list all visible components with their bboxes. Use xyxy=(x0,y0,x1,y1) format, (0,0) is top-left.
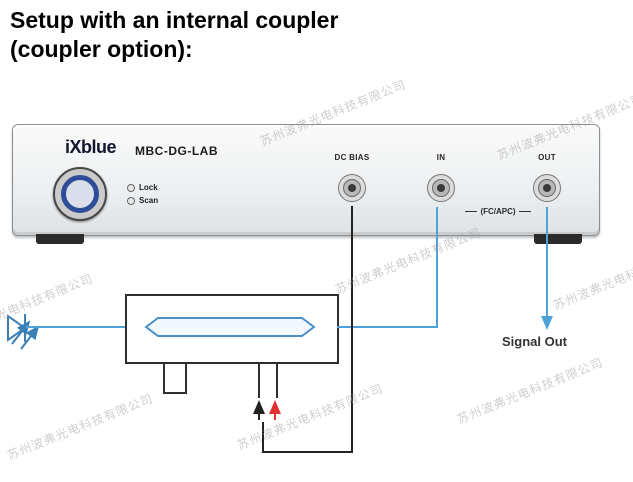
fc-apc-note: (FC/APC) xyxy=(452,207,544,216)
watermark: 苏州波弗光电科技有限公司 xyxy=(0,271,96,343)
lock-indicator: Lock xyxy=(127,183,158,192)
device-foot-right xyxy=(534,234,582,244)
in-jack-icon xyxy=(427,174,455,202)
watermark: 苏州波弗光电科技有限公司 xyxy=(455,355,606,427)
device-foot-left xyxy=(36,234,84,244)
waveguide-shape xyxy=(144,317,316,337)
fc-apc-dash-left xyxy=(465,211,478,212)
waveguide-icon xyxy=(144,317,316,337)
scan-indicator: Scan xyxy=(127,196,158,205)
bias-pin-right xyxy=(276,362,278,398)
lock-led-icon xyxy=(127,183,135,192)
laser-diode-icon xyxy=(7,314,40,350)
watermark: 苏州波弗光电科技有限公司 xyxy=(551,241,633,313)
page-title-line1: Setup with an internal coupler xyxy=(10,7,339,33)
page-title-line2: (coupler option): xyxy=(10,35,193,62)
laser-triangle xyxy=(7,314,27,342)
fc-apc-label: (FC/APC) xyxy=(480,207,516,216)
out-label: OUT xyxy=(538,153,556,162)
dc-bias-label: DC BIAS xyxy=(334,153,370,162)
device-model-label: MBC-DG-LAB xyxy=(135,144,218,158)
power-button-icon xyxy=(53,167,107,221)
signal-out-label: Signal Out xyxy=(502,334,567,349)
page-title: Setup with an internal coupler (coupler … xyxy=(10,6,338,64)
modulator-pin-box xyxy=(163,362,187,394)
laser-emission-arrow-1 xyxy=(11,320,31,345)
lock-indicator-label: Lock xyxy=(139,183,158,192)
fc-apc-dash-right xyxy=(518,211,531,212)
dc-bias-connector: DC BIAS xyxy=(322,153,382,202)
watermark: 苏州波弗光电科技有限公司 xyxy=(5,391,156,463)
device-front-panel: iXblue MBC-DG-LAB Lock Scan xyxy=(12,124,600,236)
scan-led-icon xyxy=(127,196,135,205)
dc-bias-jack-icon xyxy=(338,174,366,202)
in-connector: IN xyxy=(411,153,471,202)
modulator-block xyxy=(125,294,339,364)
laser-emission-arrow-2 xyxy=(20,325,40,350)
indicator-group: Lock Scan xyxy=(127,183,158,209)
power-button-ring xyxy=(61,175,99,213)
scan-indicator-label: Scan xyxy=(139,196,159,205)
in-label: IN xyxy=(436,153,446,162)
brand-logo: iXblue xyxy=(65,137,117,157)
bias-pin-left xyxy=(258,362,260,398)
out-connector: OUT xyxy=(517,153,577,202)
out-jack-icon xyxy=(533,174,561,202)
